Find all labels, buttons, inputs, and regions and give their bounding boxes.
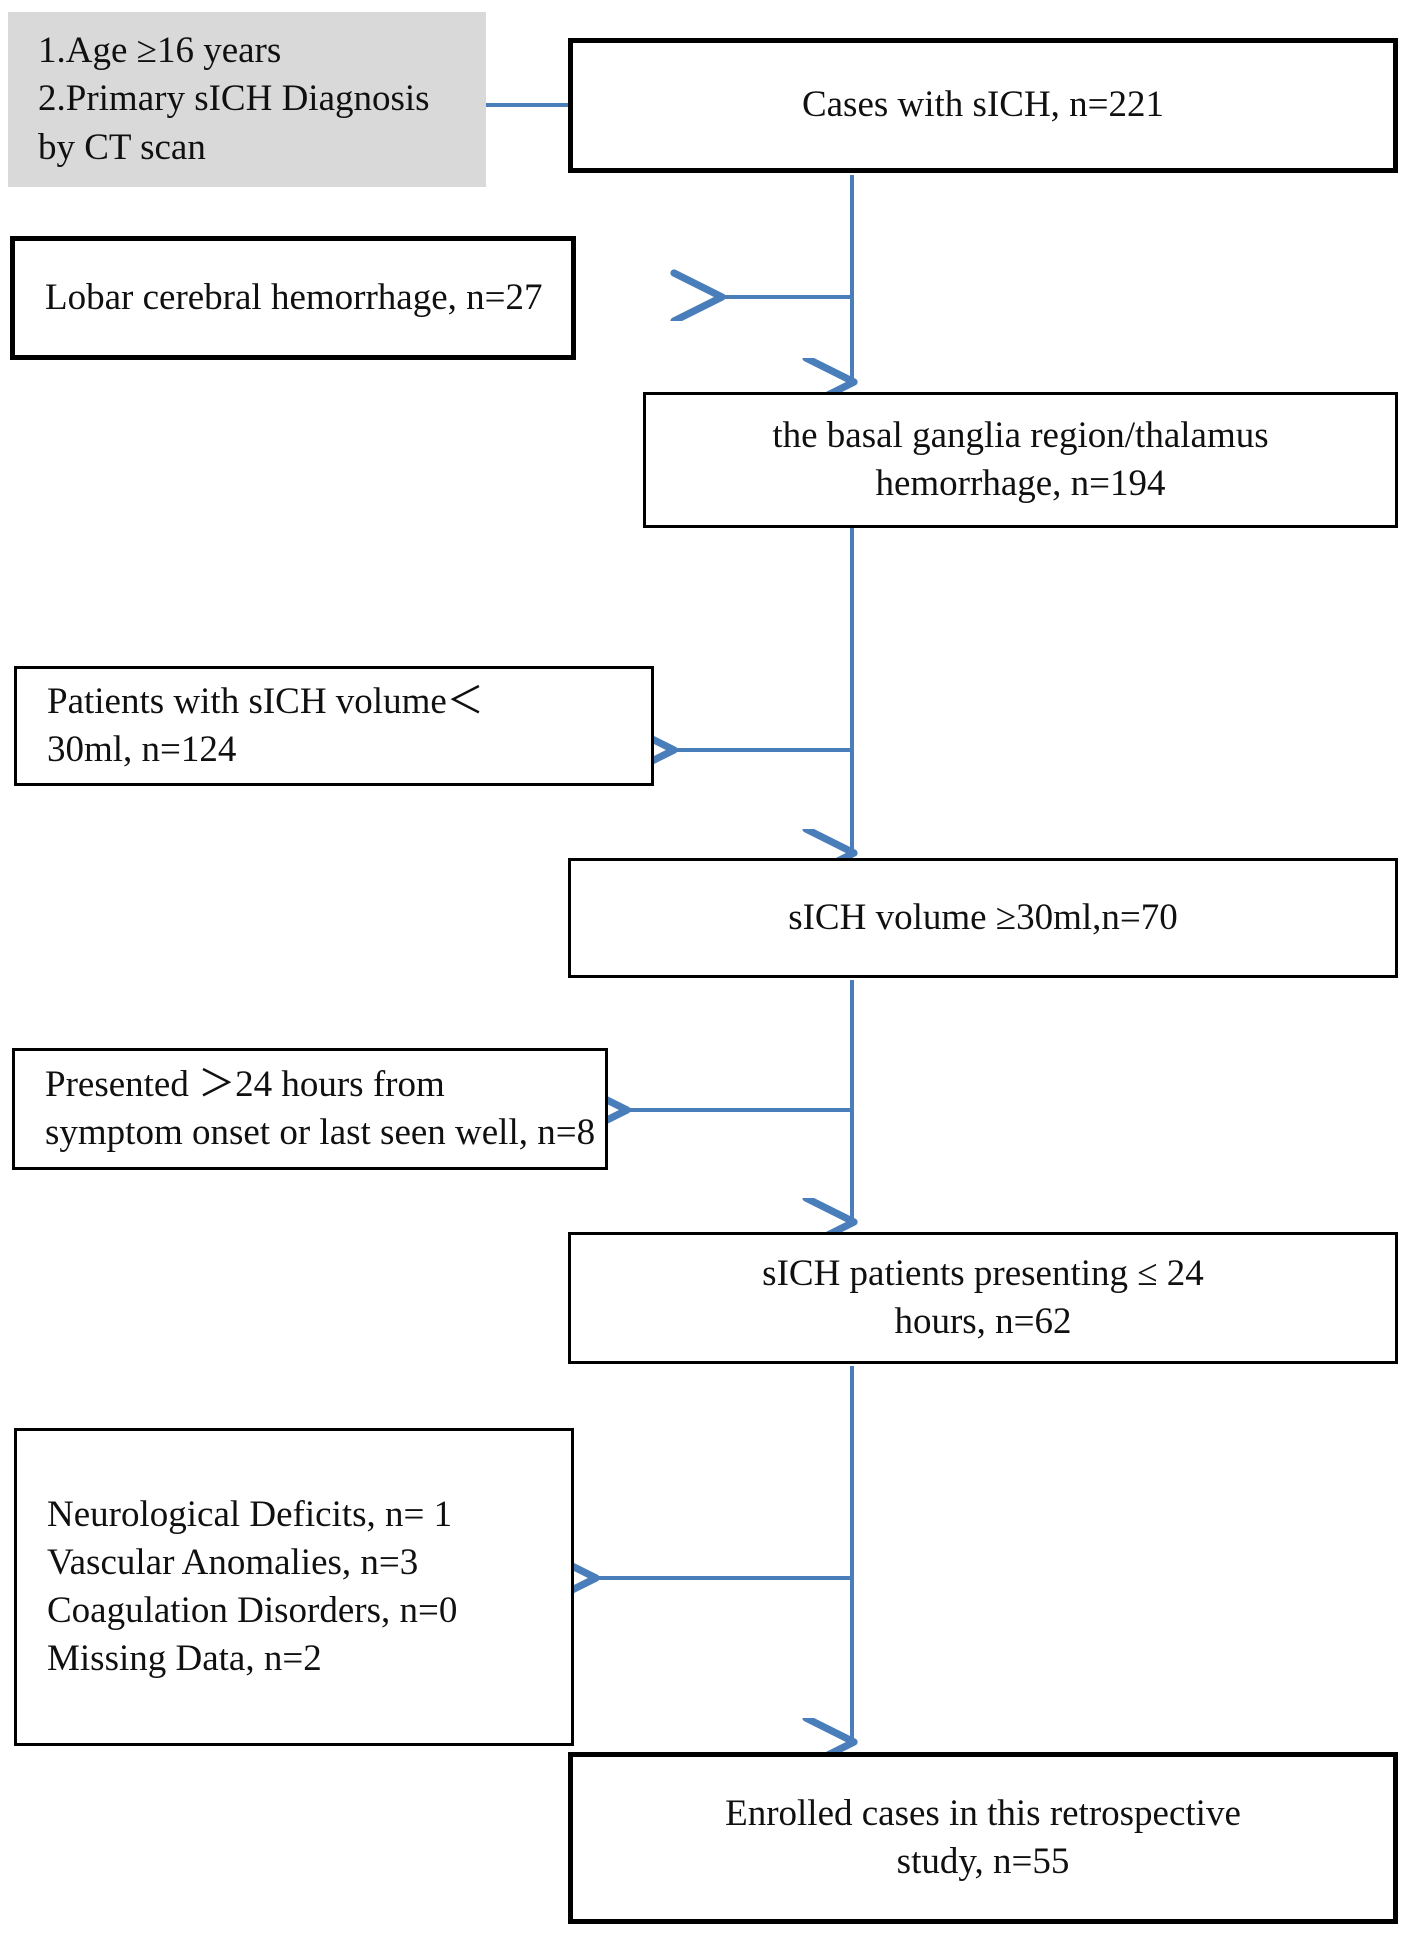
criteria-line-3: by CT scan [38,126,206,168]
volume-under-30ml-line-2: 30ml, n=124 [47,729,237,770]
node-lobar-cerebral-hemorrhage: Lobar cerebral hemorrhage, n=27 [10,236,576,360]
inclusion-criteria-callout: 1.Age ≥16 years 2.Primary sICH Diagnosis… [8,12,486,187]
node-presenting-within-24-hours: sICH patients presenting ≤ 24 hours, n=6… [568,1232,1398,1364]
other-exclusion-line-1: Neurological Deficits, n= 1 [47,1493,453,1535]
node-volume-30ml-or-more: sICH volume ≥30ml,n=70 [568,858,1398,978]
other-exclusion-line-3: Coagulation Disorders, n=0 [47,1590,458,1631]
volume-30ml-or-more-label: sICH volume ≥30ml,n=70 [788,896,1178,938]
node-cases-with-sich: Cases with sICH, n=221 [568,38,1398,173]
criteria-line-1: 1.Age ≥16 years [38,30,282,72]
other-exclusion-line-4: Missing Data, n=2 [47,1638,322,1680]
presented-over-24-hours-line-2: symptom onset or last seen well, n=8 [45,1112,596,1153]
within-24-hours-line-1: sICH patients presenting ≤ 24 [762,1252,1204,1294]
criteria-line-2: 2.Primary sICH Diagnosis [38,78,430,120]
volume-under-30ml-line-1: Patients with sICH volume＜ [47,680,484,722]
cases-with-sich-label: Cases with sICH, n=221 [801,84,1165,126]
basal-ganglia-line-2: hemorrhage, n=194 [875,463,1166,504]
node-enrolled-cases: Enrolled cases in this retrospective stu… [568,1752,1398,1924]
lobar-cerebral-hemorrhage-label: Lobar cerebral hemorrhage, n=27 [45,276,543,318]
enrolled-cases-line-1: Enrolled cases in this retrospective [725,1792,1241,1834]
node-basal-ganglia-thalamus: the basal ganglia region/thalamus hemorr… [643,392,1398,528]
other-exclusion-line-2: Vascular Anomalies, n=3 [47,1541,419,1583]
basal-ganglia-line-1: the basal ganglia region/thalamus [772,414,1269,456]
node-presented-over-24-hours: Presented ＞24 hours from symptom onset o… [12,1048,608,1170]
within-24-hours-line-2: hours, n=62 [894,1301,1072,1342]
node-other-exclusion-reasons: Neurological Deficits, n= 1 Vascular Ano… [14,1428,574,1746]
presented-over-24-hours-line-1: Presented ＞24 hours from [45,1063,445,1105]
node-volume-under-30ml: Patients with sICH volume＜ 30ml, n=124 [14,666,654,786]
enrolled-cases-line-2: study, n=55 [896,1841,1070,1882]
